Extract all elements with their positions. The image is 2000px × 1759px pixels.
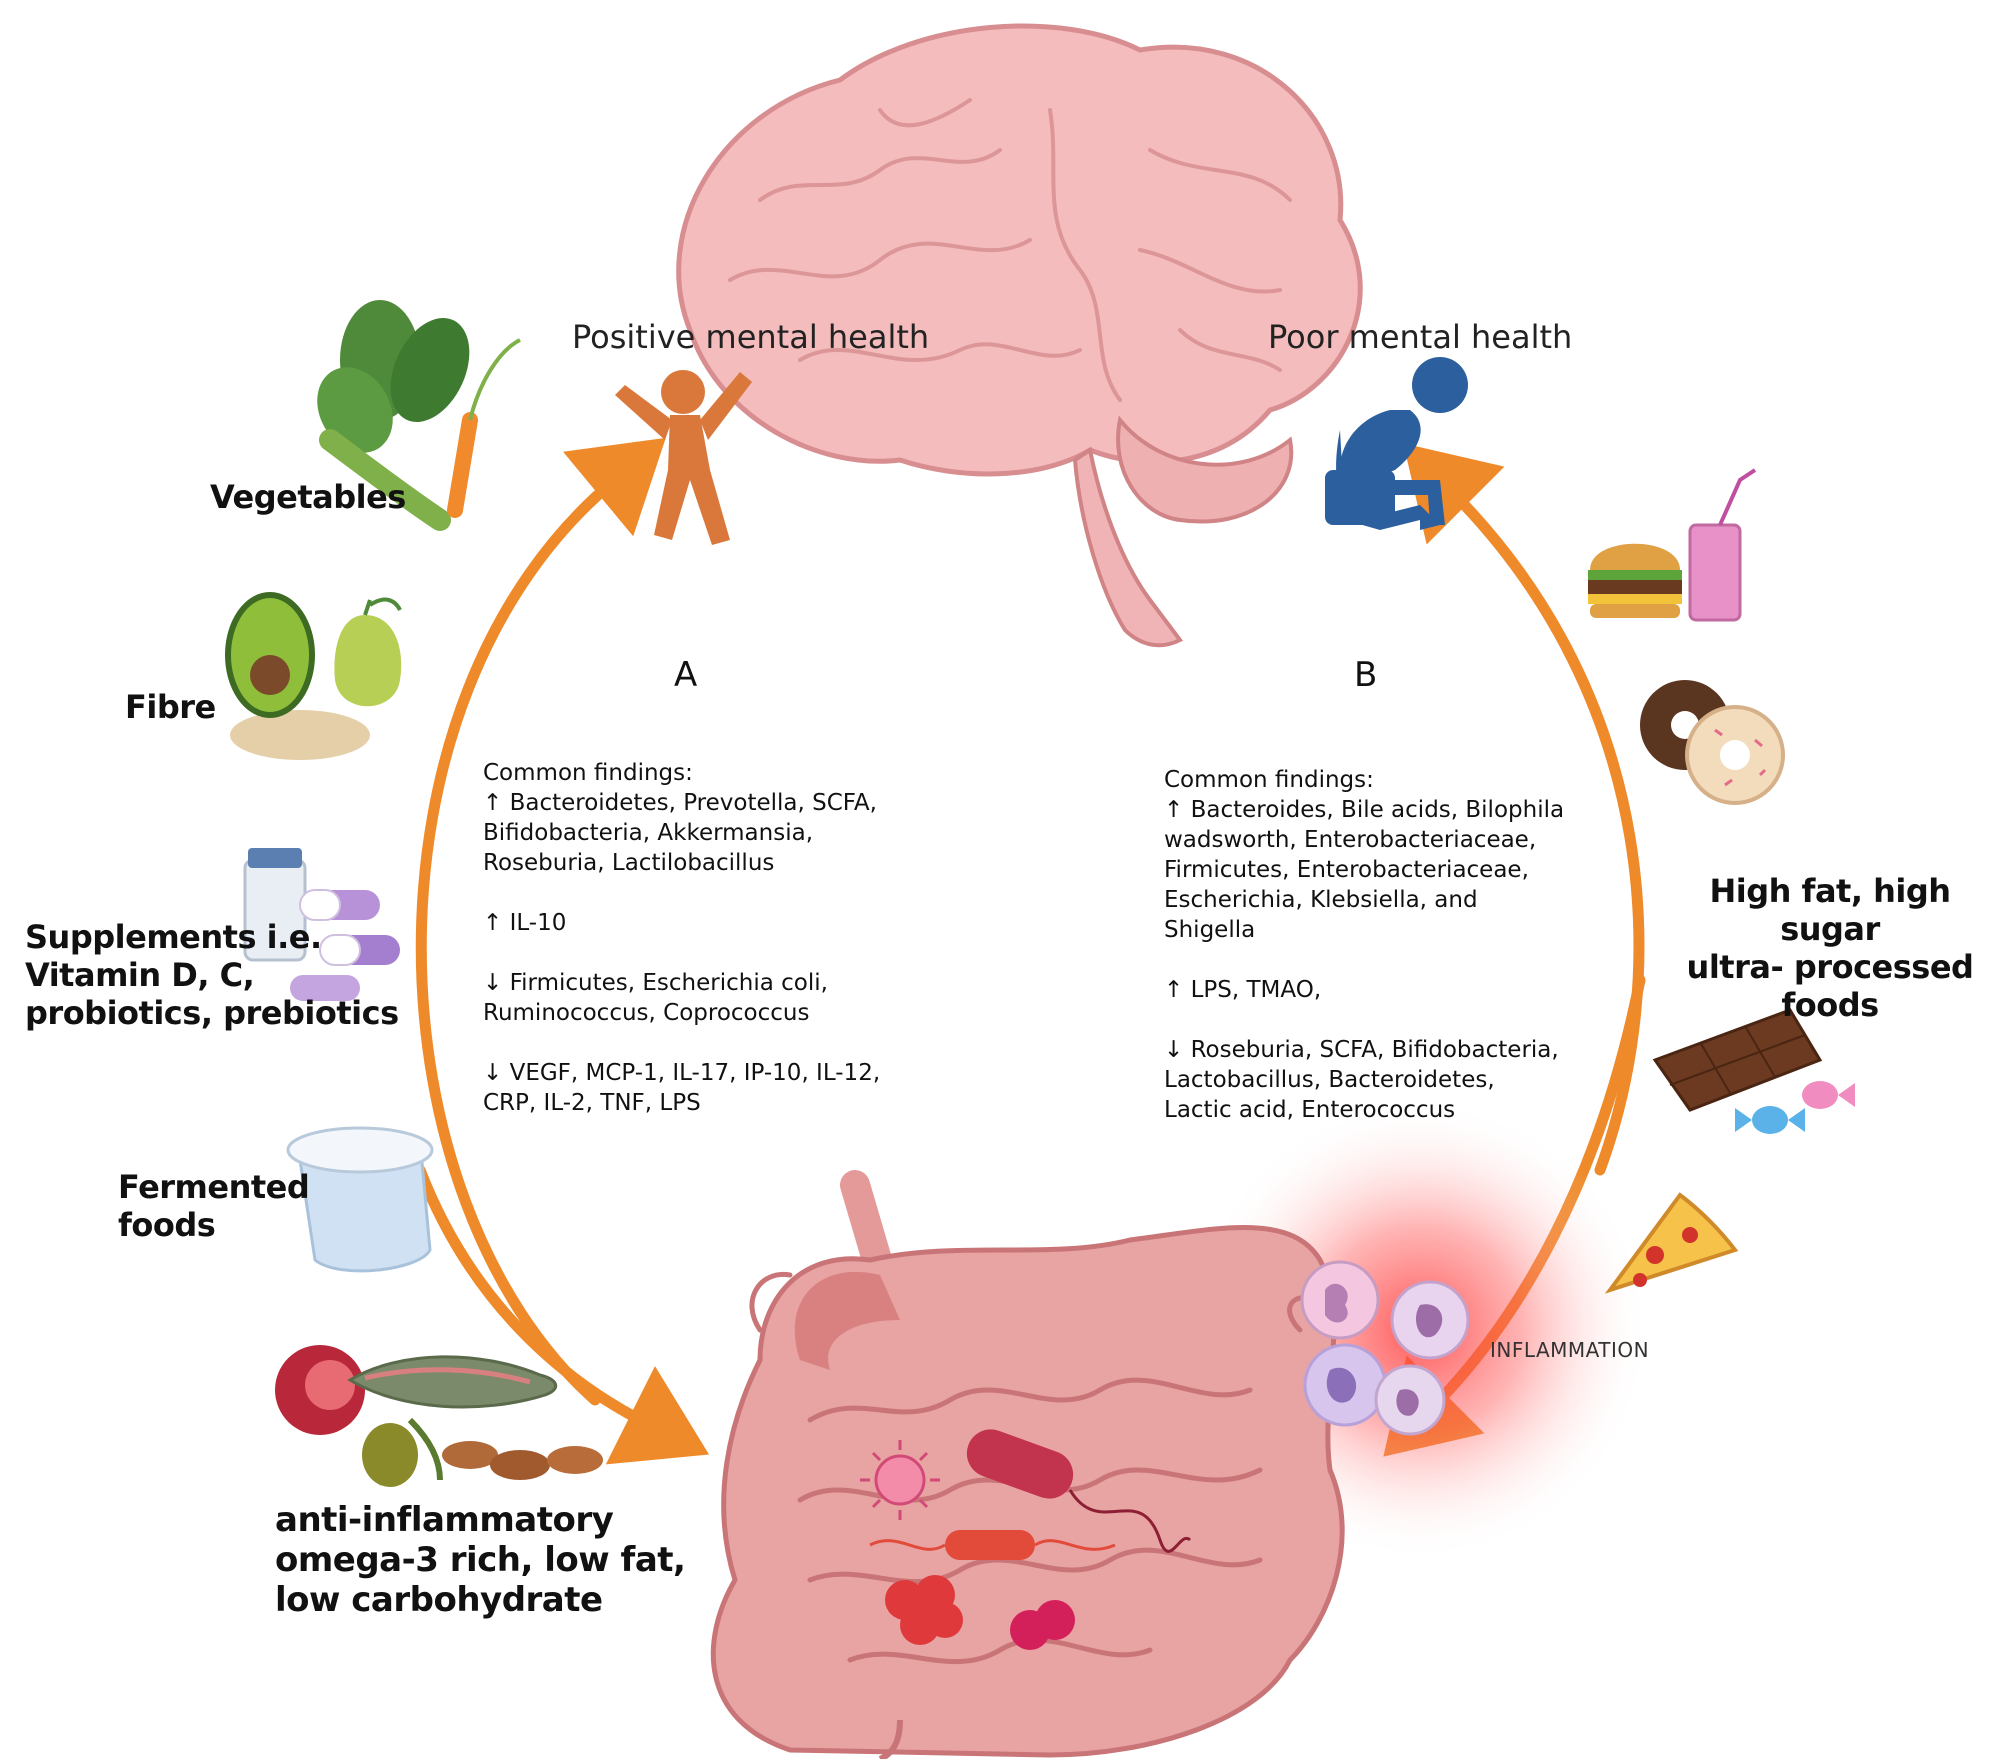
vegetables-label: Vegetables [210,478,406,516]
section-b-label: B [1354,655,1378,695]
inflammation-label: INFLAMMATION [1490,1338,1650,1362]
supplements-icon [243,848,400,1001]
left-arrow-up [415,437,666,1406]
positive-mental-health-label: Positive mental health [572,318,930,356]
findings-a-line: Bifidobacteria, Akkermansia, [483,820,814,846]
ultra-processed-foods-label: High fat, high sugar ultra- processed fo… [1686,872,1974,1024]
findings-b-line: wadsworth, Enterobacteriaceae, [1164,827,1537,853]
findings-b-line: ↓ Roseburia, SCFA, Bifidobacteria, [1164,1037,1559,1063]
findings-a-line: ↑ IL-10 [483,910,567,936]
left-arrow-down [414,1164,710,1465]
happy-person-icon [615,370,752,545]
findings-b: Common findings: ↑ Bacteroides, Bile aci… [1164,765,1634,1125]
findings-a-line: Ruminococcus, Coprococcus [483,1000,810,1026]
right-arrow-up [1403,443,1645,1176]
burger-drink-icon [1588,468,1757,622]
immune-cells-icon [1300,1260,1470,1436]
findings-b-line: Escherichia, Klebsiella, and [1164,887,1478,913]
findings-a-line: ↓ Firmicutes, Escherichia coli, [483,970,828,996]
findings-b-line: Lactic acid, Enterococcus [1164,1097,1456,1123]
findings-b-line: Lactobacillus, Bacteroidetes, [1164,1067,1495,1093]
findings-b-line: Firmicutes, Enterobacteriaceae, [1164,857,1529,883]
fermented-foods-label: Fermented foods [118,1168,310,1244]
chocolate-candy-icon [1652,1008,1855,1134]
pizza-icon [1604,1192,1739,1294]
findings-a-line: Roseburia, Lactilobacillus [483,850,775,876]
fibre-label: Fibre [125,688,216,726]
findings-a-line: CRP, IL-2, TNF, LPS [483,1090,701,1116]
findings-a-line: ↓ VEGF, MCP-1, IL-17, IP-10, IL-12, [483,1060,881,1086]
section-a-label: A [674,655,698,695]
omega3-foods-icon [275,1345,603,1487]
findings-b-line: ↑ LPS, TMAO, [1164,977,1322,1003]
fibre-icon [225,592,402,760]
microbes-icon [860,1429,1192,1650]
poor-mental-health-label: Poor mental health [1268,318,1573,356]
findings-a: Common findings: ↑ Bacteroidetes, Prevot… [483,758,953,1118]
yogurt-icon [286,1126,434,1273]
sad-person-icon [1325,357,1468,530]
findings-a-heading: Common findings: [483,760,693,786]
findings-b-heading: Common findings: [1164,767,1374,793]
findings-b-line: ↑ Bacteroides, Bile acids, Bilophila [1164,797,1565,823]
supplements-label: Supplements i.e. Vitamin D, C, probiotic… [25,918,399,1032]
findings-b-line: Shigella [1164,917,1256,943]
vegetables-icon [317,300,521,531]
anti-inflammatory-label: anti-inflammatory omega-3 rich, low fat,… [275,1500,686,1620]
findings-a-line: ↑ Bacteroidetes, Prevotella, SCFA, [483,790,877,816]
donuts-icon [1640,680,1785,805]
brain-icon [676,23,1363,648]
